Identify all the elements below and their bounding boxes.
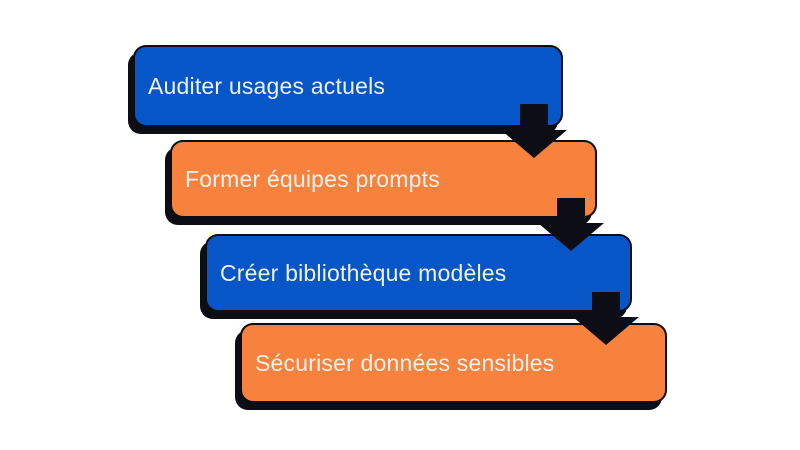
step-label-1: Auditer usages actuels	[148, 72, 386, 99]
step-box-2: Former équipes prompts	[170, 140, 597, 218]
step-label-3: Créer bibliothèque modèles	[220, 259, 507, 286]
arrow-stem	[520, 104, 548, 132]
arrow-stem	[592, 292, 620, 319]
step-label-4: Sécuriser données sensibles	[255, 349, 555, 376]
step-label-2: Former équipes prompts	[185, 165, 440, 192]
arrow-stem	[557, 198, 585, 225]
arrow-head	[573, 317, 639, 345]
step-box-1: Auditer usages actuels	[133, 45, 563, 127]
arrow-head	[501, 130, 567, 158]
arrow-head	[538, 223, 604, 251]
